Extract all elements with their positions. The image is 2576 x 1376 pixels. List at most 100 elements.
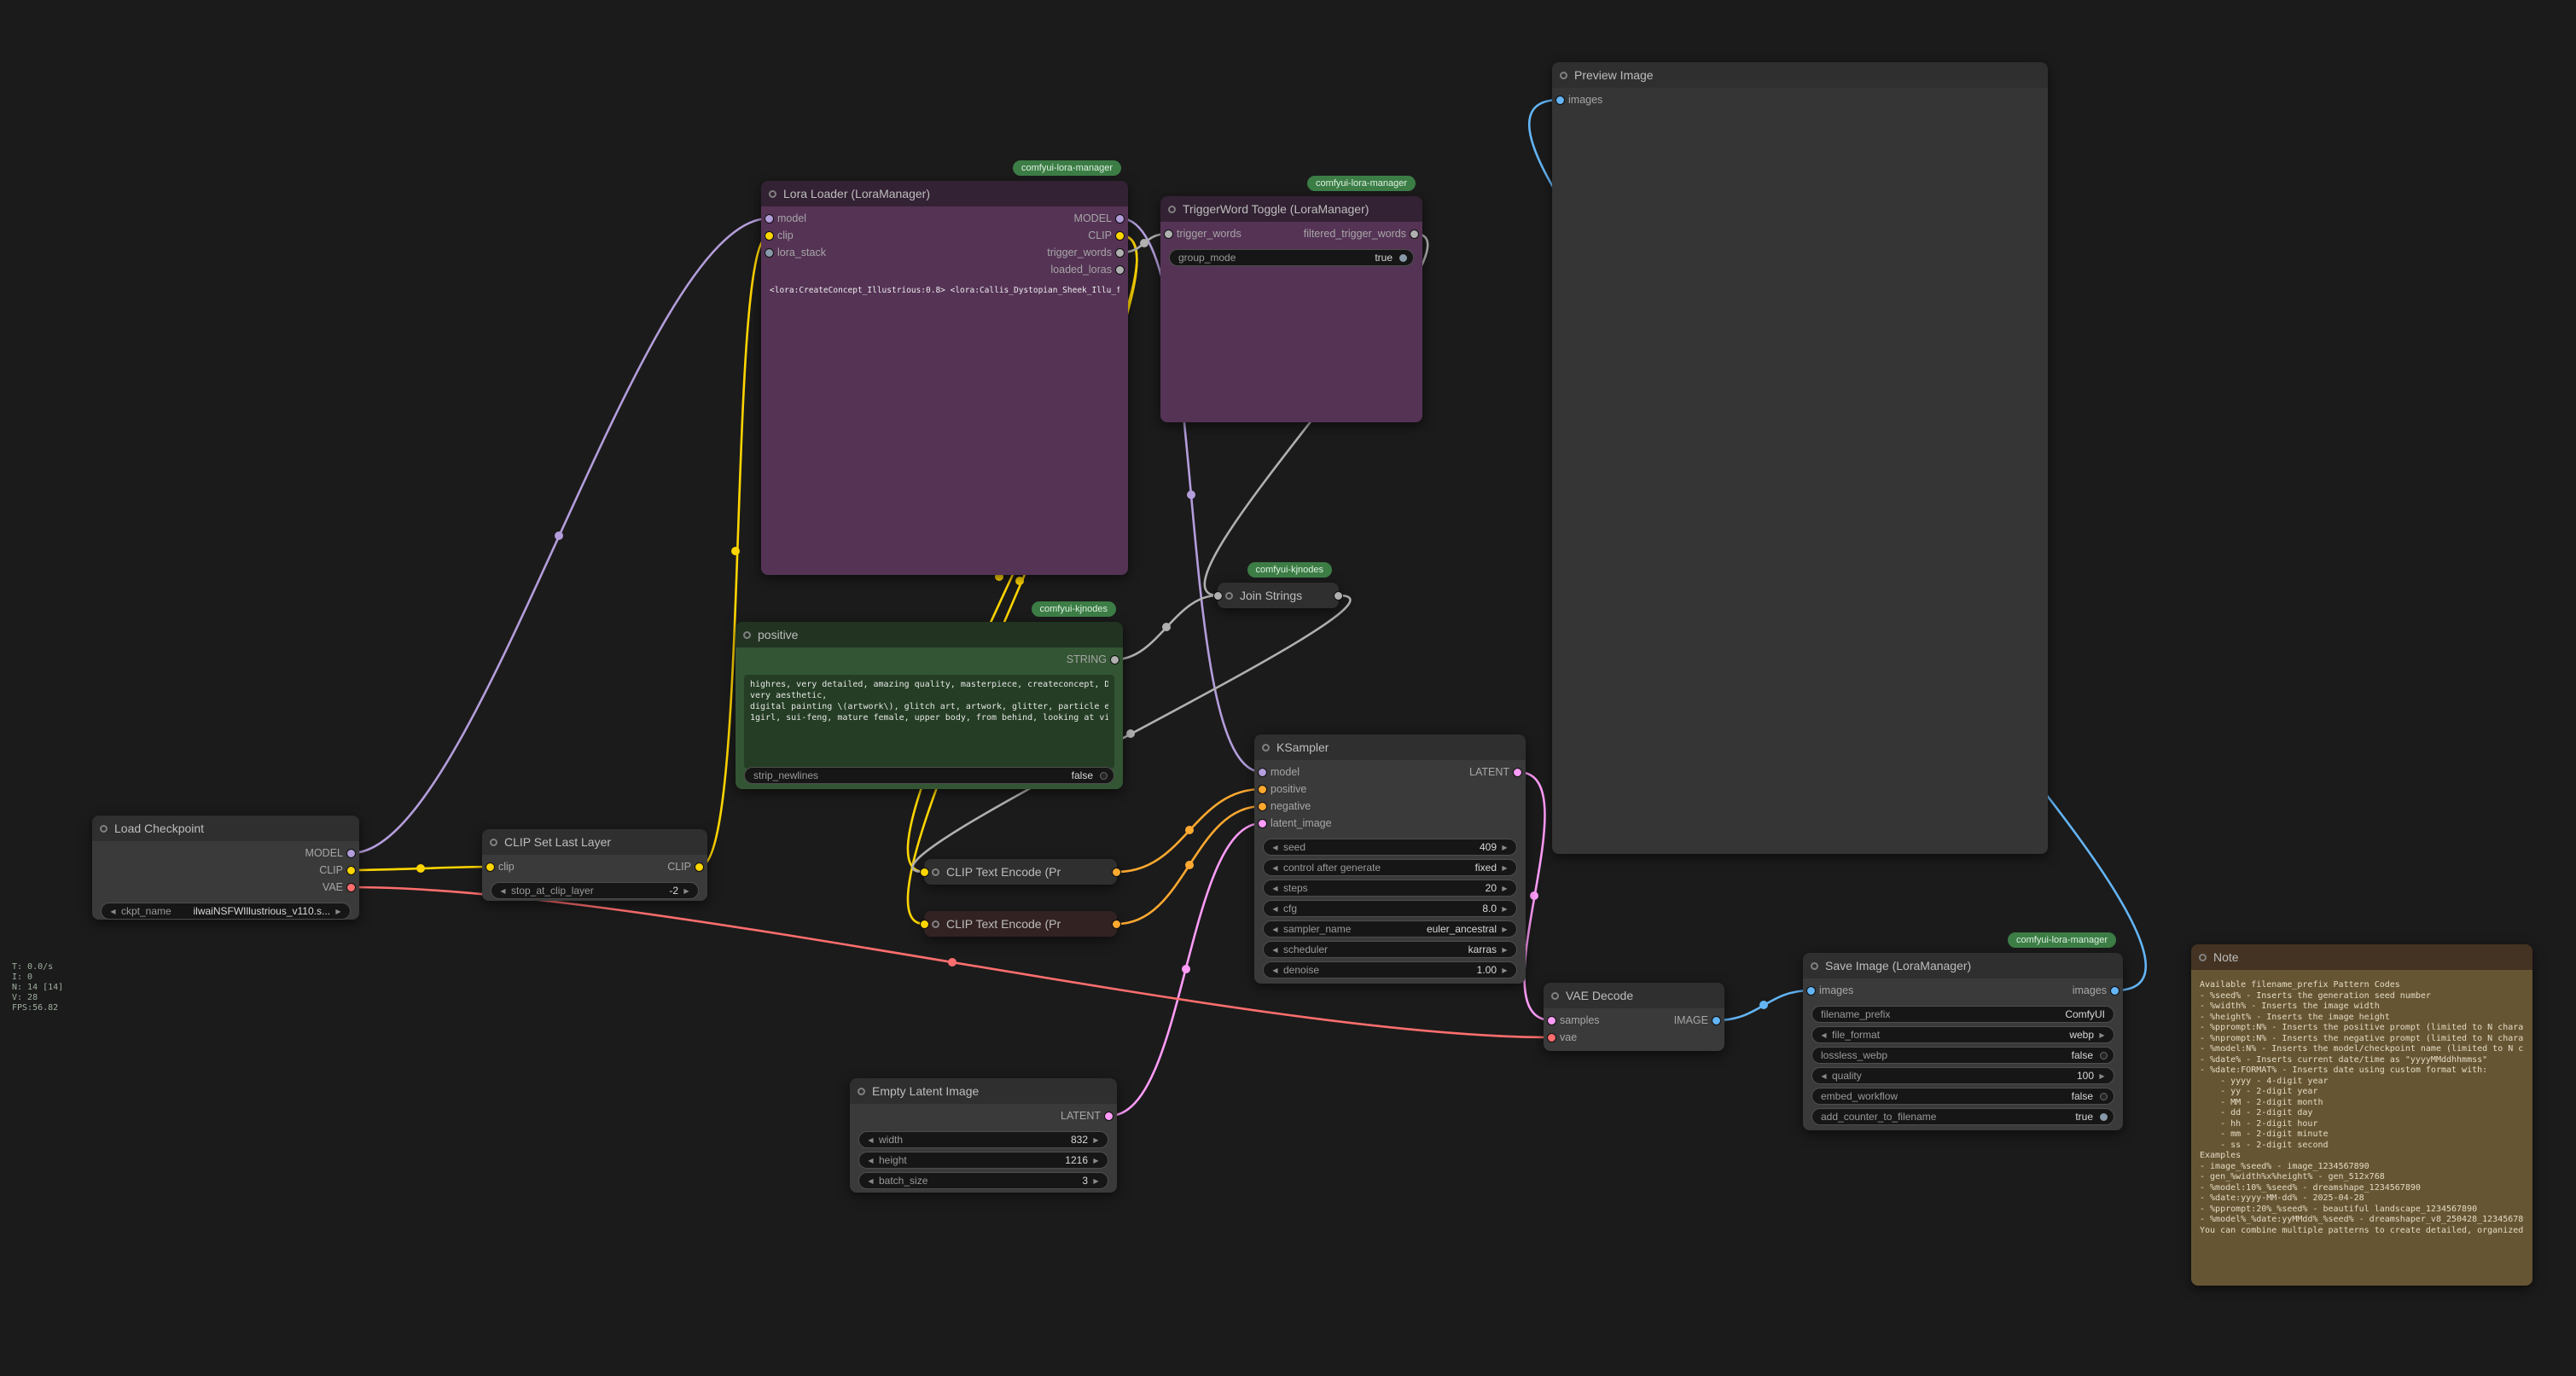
widget-increment-arrow[interactable]: ▶ xyxy=(1502,925,1508,933)
collapsed-input-dot[interactable] xyxy=(920,868,929,877)
slot-dot[interactable] xyxy=(1258,802,1267,811)
widget-increment-arrow[interactable]: ▶ xyxy=(1502,904,1508,913)
slot-dot[interactable] xyxy=(1164,229,1173,239)
widget-decrement-arrow[interactable]: ◀ xyxy=(500,886,506,895)
collapse-dot[interactable] xyxy=(1551,991,1559,1000)
widget-decrement-arrow[interactable]: ◀ xyxy=(1821,1071,1827,1080)
slot-dot[interactable] xyxy=(346,866,356,875)
collapsed-input-dot[interactable] xyxy=(920,920,929,929)
collapse-dot[interactable] xyxy=(1262,743,1270,752)
widget-decrement-arrow[interactable]: ◀ xyxy=(1821,1031,1827,1039)
widget-increment-arrow[interactable]: ▶ xyxy=(2099,1031,2105,1039)
widget-decrement-arrow[interactable]: ◀ xyxy=(1272,863,1278,872)
widget-decrement-arrow[interactable]: ◀ xyxy=(1272,843,1278,851)
slot-dot[interactable] xyxy=(1115,265,1125,275)
toggle-indicator-dot[interactable] xyxy=(2100,1112,2108,1121)
widget-increment-arrow[interactable]: ▶ xyxy=(1502,863,1508,872)
node-titlebar[interactable]: Load Checkpoint xyxy=(92,816,359,841)
collapsed-output-dot[interactable] xyxy=(1112,868,1121,877)
slot-dot[interactable] xyxy=(1110,655,1119,665)
collapse-dot[interactable] xyxy=(743,630,751,639)
collapsed-output-dot[interactable] xyxy=(1112,920,1121,929)
widget-decrement-arrow[interactable]: ◀ xyxy=(1272,884,1278,892)
slot-dot[interactable] xyxy=(1555,96,1565,105)
collapse-dot[interactable] xyxy=(932,868,939,876)
node-titlebar[interactable]: Preview Image xyxy=(1552,62,2048,88)
slot-dot[interactable] xyxy=(1258,785,1267,794)
node-clip-text-encode-negative[interactable]: CLIP Text Encode (Pr xyxy=(920,911,1121,937)
slot-dot[interactable] xyxy=(1115,248,1125,258)
toggle-indicator-dot[interactable] xyxy=(2100,1092,2108,1100)
widget-decrement-arrow[interactable]: ◀ xyxy=(868,1176,874,1185)
collapse-dot[interactable] xyxy=(1560,71,1567,79)
collapse-dot[interactable] xyxy=(769,189,776,198)
slot-dot[interactable] xyxy=(2110,986,2120,996)
collapse-dot[interactable] xyxy=(2199,953,2207,961)
node-titlebar[interactable]: CLIP Text Encode (Pr xyxy=(924,911,1117,937)
collapse-dot[interactable] xyxy=(1225,591,1233,600)
slot-dot[interactable] xyxy=(1258,768,1267,777)
widget-increment-arrow[interactable]: ▶ xyxy=(1093,1135,1099,1144)
node-titlebar[interactable]: Join Strings xyxy=(1218,583,1339,608)
widget-decrement-arrow[interactable]: ◀ xyxy=(868,1135,874,1144)
node-titlebar[interactable]: Save Image (LoraManager) xyxy=(1803,953,2123,978)
widget-increment-arrow[interactable]: ▶ xyxy=(2099,1071,2105,1080)
collapse-dot[interactable] xyxy=(1811,961,1818,970)
widget-decrement-arrow[interactable]: ◀ xyxy=(868,1156,874,1164)
toggle-indicator-dot[interactable] xyxy=(2100,1051,2108,1060)
widget-decrement-arrow[interactable]: ◀ xyxy=(1272,966,1278,974)
collapse-dot[interactable] xyxy=(100,824,108,833)
widget-decrement-arrow[interactable]: ◀ xyxy=(1272,925,1278,933)
slot-dot[interactable] xyxy=(486,862,495,872)
widget-stop-at-clip-layer[interactable]: ◀stop_at_clip_layer-2▶ xyxy=(491,882,699,899)
widget-increment-arrow[interactable]: ▶ xyxy=(1502,966,1508,974)
slot-dot[interactable] xyxy=(1104,1112,1114,1121)
widget-decrement-arrow[interactable]: ◀ xyxy=(110,907,116,915)
widget-increment-arrow[interactable]: ▶ xyxy=(683,886,689,895)
node-titlebar[interactable]: Empty Latent Image xyxy=(850,1078,1117,1104)
slot-dot[interactable] xyxy=(346,849,356,858)
collapse-dot[interactable] xyxy=(858,1087,865,1095)
slot-dot[interactable] xyxy=(765,214,774,224)
lora-syntax-text[interactable]: <lora:CreateConcept_Illustrious:0.8> <lo… xyxy=(770,286,1119,295)
node-titlebar[interactable]: CLIP Text Encode (Pr xyxy=(924,859,1117,885)
prompt-text[interactable]: highres, very detailed, amazing quality,… xyxy=(744,675,1114,769)
slot-dot[interactable] xyxy=(1410,229,1419,239)
node-clip-text-encode-positive[interactable]: CLIP Text Encode (Pr xyxy=(920,859,1121,885)
slot-dot[interactable] xyxy=(765,248,774,258)
slot-dot[interactable] xyxy=(695,862,704,872)
toggle-indicator-dot[interactable] xyxy=(1399,253,1407,262)
node-titlebar[interactable]: CLIP Set Last Layer xyxy=(482,829,707,855)
node-titlebar[interactable]: Lora Loader (LoraManager) xyxy=(761,181,1128,206)
widget-increment-arrow[interactable]: ▶ xyxy=(1502,945,1508,954)
widget-increment-arrow[interactable]: ▶ xyxy=(1502,843,1508,851)
widget-decrement-arrow[interactable]: ◀ xyxy=(1272,945,1278,954)
widget-increment-arrow[interactable]: ▶ xyxy=(1093,1176,1099,1185)
collapse-dot[interactable] xyxy=(490,838,497,846)
collapsed-input-dot[interactable] xyxy=(1213,591,1223,601)
slot-dot[interactable] xyxy=(1115,214,1125,224)
